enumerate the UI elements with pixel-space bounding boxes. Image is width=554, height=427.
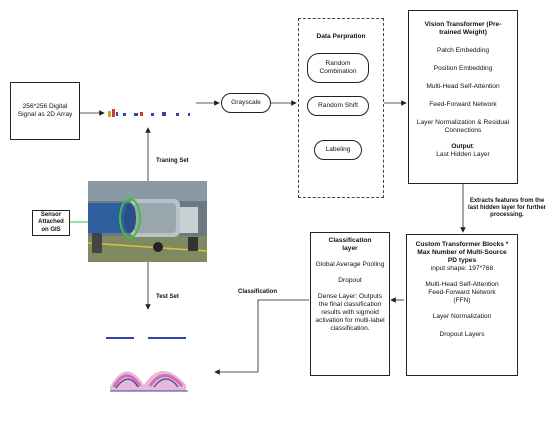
vit-item-position: Position Embedding [433,65,493,72]
sensor-label-box: Sensor Attached on GIS [32,210,70,236]
prep-item-random-combination: Random Combination [307,53,369,83]
custom-input-shape: input shape: 197*768 [430,265,494,272]
prep-item-label: Labeling [325,146,351,153]
classif-title: Classification layer [328,237,372,252]
test-set-label: Test Set [156,294,179,300]
arrow-classif-to-output [214,299,309,375]
prep-item-random-shift: Random Shift [307,96,369,116]
pd-pattern-output-image [104,331,196,394]
gis-equipment-photo [88,181,207,262]
vit-output-value: Last Hidden Layer [436,151,490,158]
grayscale-box: Grayscale [221,93,271,113]
prep-item-label: Random Combination [319,60,357,75]
vit-title: Vision Transformer (Pre-trained Weight) [424,21,502,36]
data-prep-title: Data Perpration [316,33,366,40]
training-set-label: Traning Set [156,158,189,164]
sensor-label-text: Sensor Attached on GIS [38,212,64,233]
vision-transformer-box: Vision Transformer (Pre-trained Weight) … [408,10,518,184]
custom-title: Custom Transformer Blocks * Max Number o… [415,241,509,264]
signal-strip-image [106,104,194,122]
custom-item-ffn: Feed-Forward Network (FFN) [428,289,496,304]
prep-item-labeling: Labeling [314,140,362,160]
vit-item-ffn: Feed-Forward Network [429,101,497,108]
custom-transformer-box: Custom Transformer Blocks * Max Number o… [406,234,518,376]
classif-item-dropout: Dropout [338,277,362,284]
vit-output: Output: [451,143,475,150]
custom-item-layernorm: Layer Normalization [432,313,492,320]
grayscale-text: Grayscale [231,99,261,106]
custom-item-dropout: Dropout Layers [439,331,485,338]
classification-label: Classification [238,289,278,295]
classif-item-dense: Dense Layer: Outputs the final classific… [315,293,385,332]
vit-item-attention: Multi-Head Self-Attention [426,83,500,90]
vit-item-patch: Patch Embedding [436,47,490,54]
input-signal-box: 256*256 Digital Signal as 2D Array [10,82,80,140]
prep-item-label: Random Shift [318,102,358,109]
classif-item-gap: Global Average Pooling [315,261,385,268]
custom-item-attention: Multi-Head Self-Attention [425,281,499,288]
extract-features-note: Extracts features from the last hidden l… [467,198,546,219]
input-signal-text: 256*256 Digital Signal as 2D Array [17,103,73,118]
vit-output-label: Output [451,143,473,150]
vit-item-layernorm: Layer Normalization & Residual Connectio… [416,119,510,134]
classification-layer-box: Classification layer Global Average Pool… [310,232,390,376]
